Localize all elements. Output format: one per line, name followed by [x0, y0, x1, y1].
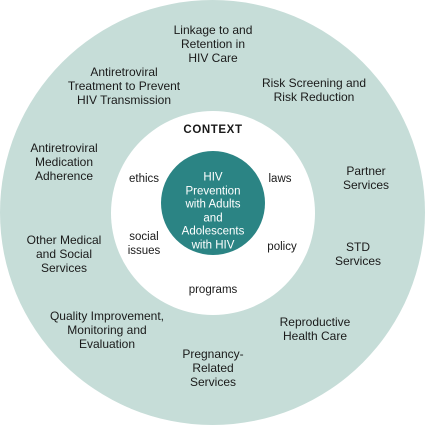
core-label: HIV Prevention with Adults and Adolescen… — [181, 171, 245, 252]
service-std-services: STD Services — [334, 240, 381, 268]
service-linkage-retention: Linkage to and Retention in HIV Care — [173, 23, 253, 65]
context-policy: policy — [267, 241, 297, 253]
service-other-medical-social: Other Medical and Social Services — [26, 233, 102, 275]
service-partner-services: Partner Services — [342, 164, 389, 192]
service-risk-screening: Risk Screening and Risk Reduction — [261, 76, 367, 104]
context-programs: programs — [188, 284, 238, 296]
service-art-prevention: Antiretroviral Treatment to Prevent HIV … — [67, 65, 181, 107]
service-reproductive-health: Reproductive Health Care — [279, 315, 351, 343]
service-art-adherence: Antiretroviral Medication Adherence — [30, 141, 98, 183]
service-pregnancy-related: Pregnancy- Related Services — [182, 347, 244, 389]
context-title: CONTEXT — [183, 124, 243, 136]
context-social-issues: social issues — [127, 231, 161, 257]
context-laws: laws — [268, 173, 292, 185]
service-quality-improvement: Quality Improvement, Monitoring and Eval… — [49, 309, 165, 351]
core-circle — [161, 151, 265, 255]
context-ethics: ethics — [128, 173, 160, 185]
